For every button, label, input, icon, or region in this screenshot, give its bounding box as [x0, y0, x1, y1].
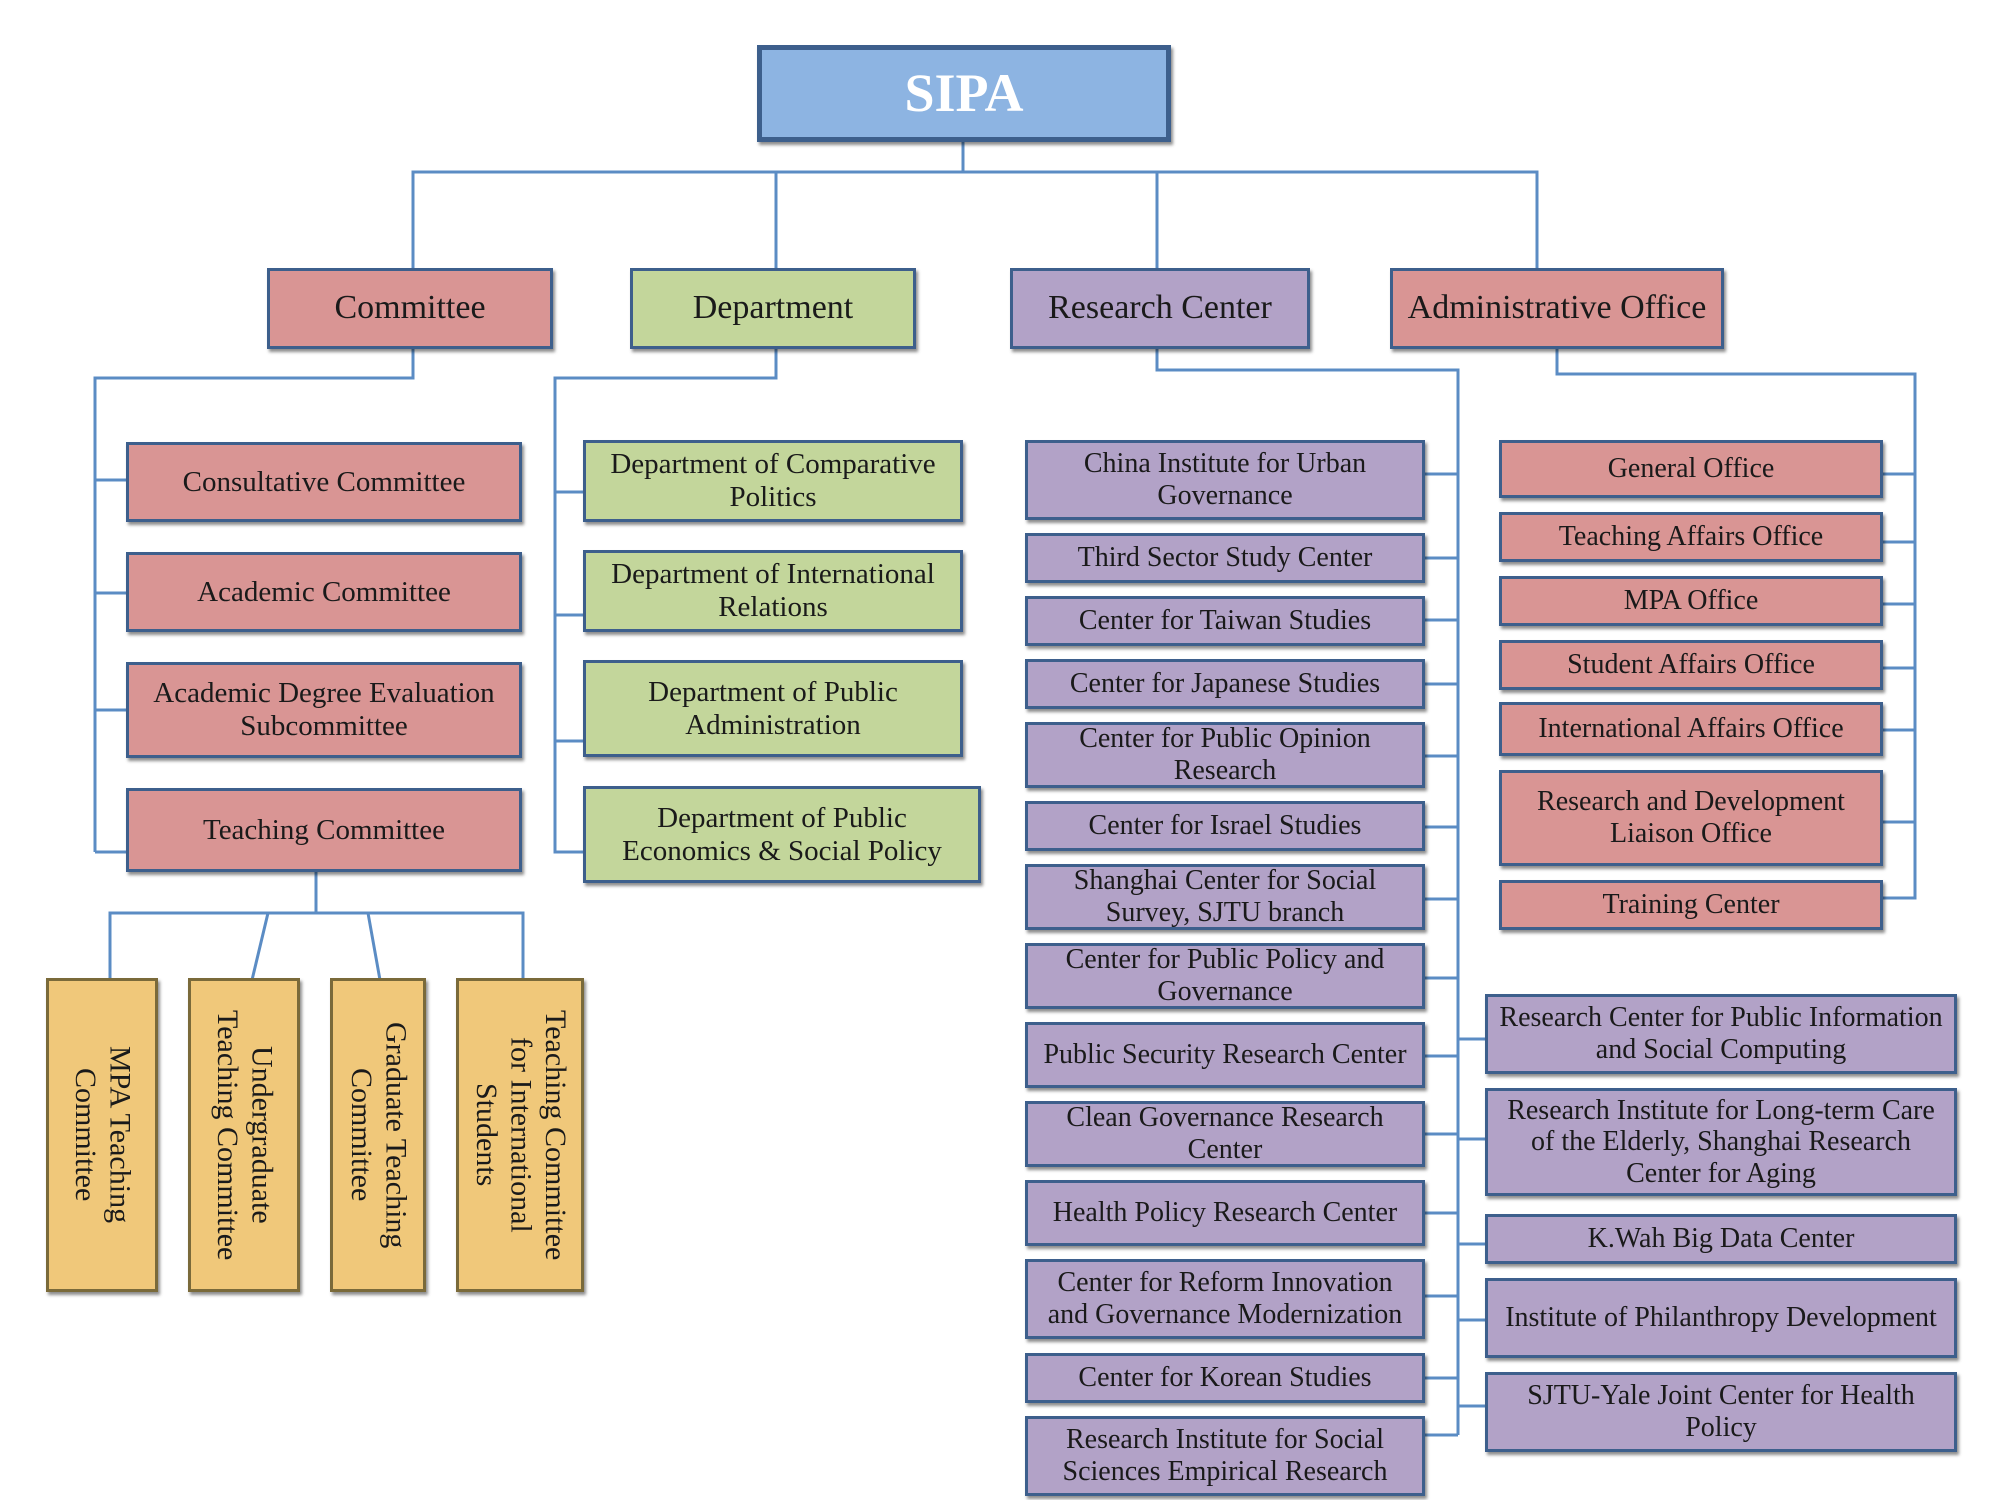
node-label: Research and Development Liaison Office	[1537, 786, 1845, 849]
research-center-node: Center for Korean Studies	[1025, 1353, 1425, 1403]
node-label: Clean Governance Research Center	[1066, 1102, 1384, 1165]
committee-connector	[93, 347, 415, 854]
research-center-node: Research Center for Public Information a…	[1485, 994, 1957, 1074]
category-label: Department	[692, 289, 854, 327]
teaching-subcommittee-node: Graduate Teaching Committee	[330, 978, 426, 1292]
teaching-subcommittee-node: Teaching Committee for International Stu…	[456, 978, 584, 1292]
research-center-node: Research Institute for Long-term Care of…	[1485, 1088, 1957, 1196]
research-center-node: Center for Taiwan Studies	[1025, 596, 1425, 646]
research-center-node: Public Security Research Center	[1025, 1022, 1425, 1088]
node-label: Teaching Committee	[203, 813, 445, 846]
admin-office-node: Training Center	[1499, 880, 1883, 930]
category-administrative-office: Administrative Office	[1390, 268, 1724, 349]
admin-office-node: General Office	[1499, 440, 1883, 498]
node-label: Center for Taiwan Studies	[1078, 605, 1372, 637]
category-label: Committee	[334, 289, 486, 327]
node-label: Academic Degree Evaluation Subcommittee	[153, 677, 495, 742]
node-label: Department of Public Administration	[648, 675, 898, 741]
node-label: Academic Committee	[197, 575, 451, 608]
node-label: Department of Comparative Politics	[610, 448, 936, 513]
committee-node: Academic Committee	[126, 552, 522, 632]
node-label: Center for Reform Innovation and Governa…	[1047, 1267, 1403, 1330]
node-label: Center for Korean Studies	[1078, 1362, 1372, 1394]
node-label: General Office	[1607, 453, 1775, 485]
root-node: SIPA	[757, 45, 1171, 142]
node-label: Teaching Committee for International Stu…	[469, 1009, 572, 1261]
node-label: Health Policy Research Center	[1052, 1197, 1398, 1229]
admin-office-node: MPA Office	[1499, 576, 1883, 626]
node-label: Training Center	[1602, 889, 1780, 921]
research-center-node: Institute of Philanthropy Development	[1485, 1278, 1957, 1358]
committee-node: Teaching Committee	[126, 788, 522, 872]
research-center-node: Health Policy Research Center	[1025, 1180, 1425, 1246]
research-center-node: Center for Israel Studies	[1025, 801, 1425, 851]
node-label: Teaching Affairs Office	[1558, 521, 1824, 553]
node-label: Shanghai Center for Social Survey, SJTU …	[1073, 865, 1377, 928]
category-research-center: Research Center	[1010, 268, 1310, 349]
department-node: Department of Comparative Politics	[583, 440, 963, 522]
research-center-node: China Institute for Urban Governance	[1025, 440, 1425, 520]
admin-office-node: Research and Development Liaison Office	[1499, 770, 1883, 866]
node-label: Center for Japanese Studies	[1069, 668, 1381, 700]
research-center-node: Center for Public Policy and Governance	[1025, 943, 1425, 1009]
committee-node: Consultative Committee	[126, 442, 522, 522]
research-center-node: Research Institute for Social Sciences E…	[1025, 1416, 1425, 1496]
committee-node: Academic Degree Evaluation Subcommittee	[126, 662, 522, 758]
node-label: Department of International Relations	[611, 558, 935, 623]
teaching-subcommittee-node: MPA Teaching Committee	[46, 978, 158, 1292]
node-label: Third Sector Study Center	[1077, 542, 1373, 574]
node-label: Consultative Committee	[182, 465, 466, 498]
research-center-node: Clean Governance Research Center	[1025, 1101, 1425, 1167]
admin-connector	[1555, 347, 1917, 900]
category-label: Research Center	[1048, 289, 1272, 327]
department-node: Department of Public Administration	[583, 660, 963, 757]
node-label: International Affairs Office	[1538, 713, 1844, 745]
department-connector	[553, 347, 778, 854]
node-label: Public Security Research Center	[1043, 1039, 1407, 1071]
node-label: Center for Public Policy and Governance	[1065, 944, 1385, 1007]
category-label: Administrative Office	[1407, 289, 1707, 327]
node-label: China Institute for Urban Governance	[1083, 448, 1367, 511]
node-label: MPA Office	[1623, 585, 1759, 617]
node-label: Institute of Philanthropy Development	[1505, 1302, 1937, 1334]
node-label: K.Wah Big Data Center	[1587, 1223, 1855, 1255]
node-label: MPA Teaching Committee	[69, 1046, 137, 1224]
root-connector	[411, 142, 1539, 270]
research-center-node: Center for Public Opinion Research	[1025, 722, 1425, 788]
category-committee: Committee	[267, 268, 553, 349]
teaching-subcommittee-node: Undergraduate Teaching Committee	[188, 978, 300, 1292]
research-center-node: Center for Reform Innovation and Governa…	[1025, 1259, 1425, 1339]
research-connector	[1155, 347, 1485, 1437]
teaching-connector	[108, 872, 525, 981]
node-label: Undergraduate Teaching Committee	[211, 1009, 279, 1261]
research-center-node: Shanghai Center for Social Survey, SJTU …	[1025, 864, 1425, 930]
node-label: Department of Public Economics & Social …	[622, 801, 942, 867]
research-center-node: Third Sector Study Center	[1025, 533, 1425, 583]
admin-office-node: Student Affairs Office	[1499, 640, 1883, 690]
department-node: Department of International Relations	[583, 550, 963, 632]
node-label: Research Institute for Social Sciences E…	[1062, 1424, 1388, 1487]
node-label: Center for Israel Studies	[1088, 810, 1362, 842]
node-label: Student Affairs Office	[1567, 649, 1815, 681]
department-node: Department of Public Economics & Social …	[583, 786, 981, 883]
research-center-node: SJTU-Yale Joint Center for Health Policy	[1485, 1372, 1957, 1452]
root-label: SIPA	[904, 62, 1024, 123]
node-label: Research Institute for Long-term Care of…	[1507, 1094, 1935, 1189]
admin-office-node: Teaching Affairs Office	[1499, 512, 1883, 562]
research-center-node: Center for Japanese Studies	[1025, 659, 1425, 709]
category-department: Department	[630, 268, 916, 349]
admin-office-node: International Affairs Office	[1499, 702, 1883, 756]
research-center-node: K.Wah Big Data Center	[1485, 1214, 1957, 1264]
node-label: Research Center for Public Information a…	[1499, 1002, 1943, 1065]
node-label: Center for Public Opinion Research	[1079, 723, 1371, 786]
node-label: Graduate Teaching Committee	[345, 1021, 413, 1249]
node-label: SJTU-Yale Joint Center for Health Policy	[1527, 1380, 1915, 1443]
